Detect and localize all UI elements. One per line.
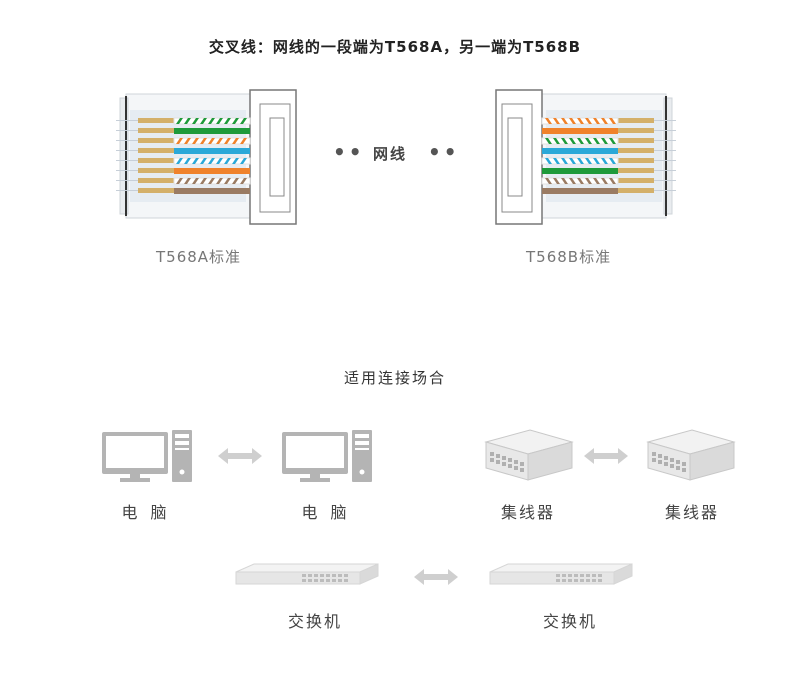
t568a-connector — [116, 89, 297, 225]
page-title: 交叉线：网线的一段端为T568A，另一端为T568B — [208, 38, 582, 56]
usage-title: 适用连接场合 — [343, 369, 446, 387]
computer-icon — [282, 430, 372, 482]
computer-label-right: 电 脑 — [301, 503, 351, 522]
computer-icon — [102, 430, 192, 482]
switch-icon — [235, 563, 379, 585]
switch-icon — [489, 563, 633, 585]
t568b-connector — [495, 89, 676, 225]
cable-label: 网线 — [373, 145, 408, 163]
hub-icon — [646, 429, 736, 481]
dots-right: •• — [428, 140, 460, 164]
t568b-label: T568B标准 — [526, 248, 612, 266]
double-arrow-icon — [584, 448, 628, 464]
hub-label-left: 集线器 — [500, 503, 555, 522]
dots-left: •• — [333, 140, 365, 164]
hub-icon — [484, 429, 574, 481]
switch-label-right: 交换机 — [542, 612, 597, 631]
hub-label-right: 集线器 — [664, 503, 719, 522]
double-arrow-icon — [218, 448, 262, 464]
double-arrow-icon — [414, 569, 458, 585]
computer-label-left: 电 脑 — [121, 503, 171, 522]
switch-label-left: 交换机 — [287, 612, 342, 631]
t568a-label: T568A标准 — [156, 248, 242, 266]
